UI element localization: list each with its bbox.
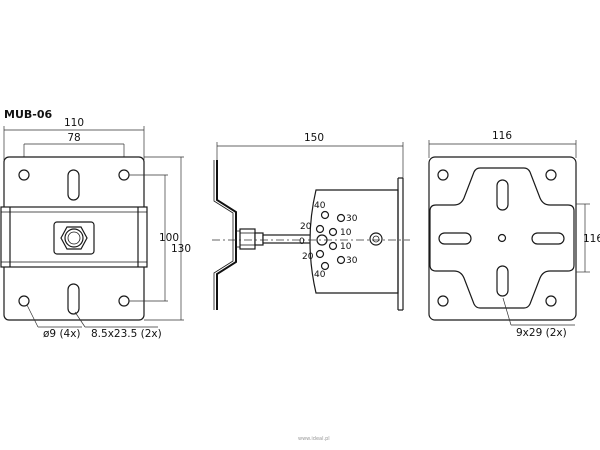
watermark: www.ideal.pl (298, 436, 330, 442)
angle-hole-l40b (320, 261, 330, 271)
dim-hole-spacing: 78 (67, 132, 80, 144)
front-channel (0, 206, 148, 268)
bolt-washer (254, 232, 264, 246)
dim-hole-height: 100 (159, 232, 179, 244)
dim-length: 150 (304, 132, 324, 144)
angle-hole-l20 (315, 224, 325, 234)
dim-width: 116 (492, 130, 512, 142)
mount-hole-bl (18, 295, 30, 307)
leader-holes (26, 304, 39, 328)
mount-hole-tl (18, 169, 30, 181)
rear-slot-top (496, 179, 509, 211)
angle-label-r30b: 30 (346, 256, 358, 266)
lock-hole (369, 232, 383, 246)
slot-top (67, 169, 80, 201)
label-slots: 8.5x23.5 (2x) (91, 328, 162, 340)
side-view: 150 (212, 132, 410, 311)
rear-slot-right (531, 232, 565, 245)
rear-hole-bl (437, 295, 449, 307)
model-title: MUB-06 (4, 108, 52, 121)
angle-hole-r30 (336, 213, 346, 223)
angle-hole-l40 (320, 210, 330, 220)
rear-hole-tr (545, 169, 557, 181)
rear-hole-tl (437, 169, 449, 181)
angle-label-r10: 10 (340, 228, 352, 238)
dim-height: 116 (583, 233, 600, 245)
leader-slots (74, 311, 86, 328)
mount-hole-tr (118, 169, 130, 181)
nut-bore (64, 228, 84, 248)
center-nut (53, 221, 95, 255)
label-rear-slots: 9x29 (2x) (516, 327, 567, 339)
angle-label-l20: 20 (300, 222, 312, 232)
dim-outer-height: 130 (171, 243, 191, 255)
rear-center-hole (497, 233, 507, 243)
rear-hole-br (545, 295, 557, 307)
bolt-assembly (236, 228, 320, 250)
angle-hole-r10b (328, 241, 338, 251)
lock-hole-inner (372, 235, 380, 243)
angle-hole-r30b (336, 255, 346, 265)
slot-bottom (67, 283, 80, 315)
bolt-nut (239, 228, 256, 250)
mount-hole-br (118, 295, 130, 307)
rear-slot-bottom (496, 265, 509, 297)
bracket-profile-left (216, 160, 237, 310)
dim-outer-width: 110 (64, 117, 84, 129)
angle-label-l40b: 40 (314, 270, 326, 280)
angle-label-r30: 30 (346, 214, 358, 224)
angle-hole-r10 (328, 227, 338, 237)
rear-slot-left (438, 232, 472, 245)
angle-label-r10b: 10 (340, 242, 352, 252)
nut-thread (67, 231, 81, 245)
leader-rear-slots (502, 297, 512, 326)
angle-label-l40: 40 (314, 201, 326, 211)
angle-plate (309, 189, 399, 294)
right-view: 116 116 9x29 (2x) (428, 130, 600, 339)
angle-label-l0: 0 (299, 237, 305, 247)
bracket-profile-inner (213, 160, 234, 310)
angle-label-l20b: 20 (302, 252, 314, 262)
angle-hole-l20b (315, 249, 325, 259)
front-view: 110 78 100 (0, 117, 191, 340)
label-holes: ø9 (4x) (43, 328, 81, 340)
